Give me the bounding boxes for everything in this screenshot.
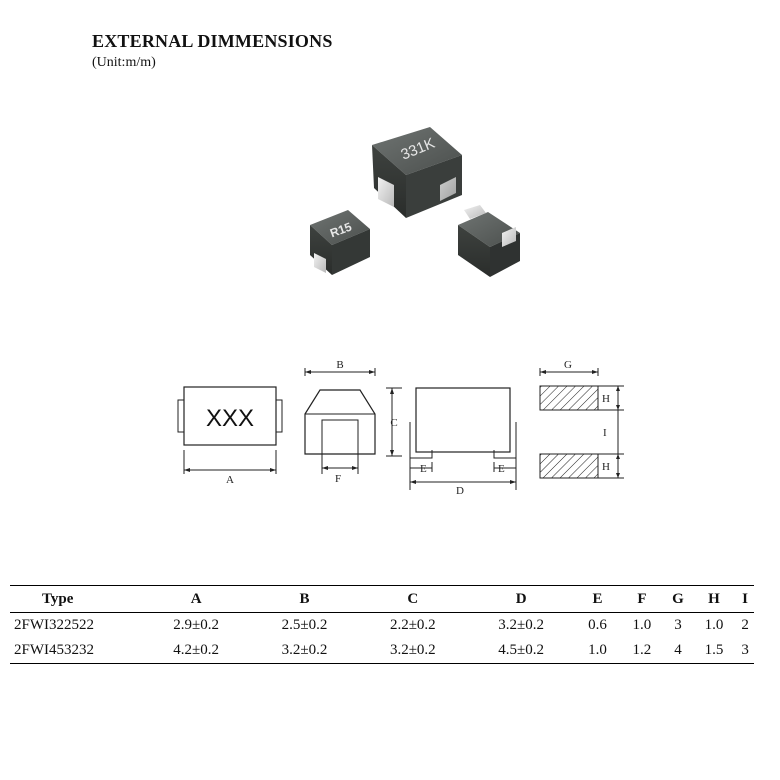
cell-type: 2FWI322522 <box>14 617 94 633</box>
cell-f: 1.0 <box>632 617 652 633</box>
front-view: B F <box>304 359 376 485</box>
cell-g: 4 <box>674 642 682 658</box>
header-f: F <box>637 590 647 607</box>
dimension-drawings: XXX A B F C <box>177 359 624 497</box>
dim-label-e-right: E <box>498 463 505 475</box>
table-row: 2FWI453232 4.2±0.2 3.2±0.2 3.2±0.2 4.5±0… <box>10 638 754 664</box>
dim-label-b: B <box>336 359 343 371</box>
land-pattern: G H I H <box>539 359 624 479</box>
inductor-r15: R15 <box>310 210 370 275</box>
header-h: H <box>708 590 720 607</box>
top-view: XXX A <box>177 386 283 486</box>
cell-e: 0.6 <box>588 617 607 633</box>
header-a: A <box>190 590 202 607</box>
header-c: C <box>407 590 419 607</box>
cell-d: 4.5±0.2 <box>498 642 545 658</box>
cell-d: 3.2±0.2 <box>498 617 545 633</box>
dim-label-h-bottom: H <box>602 461 610 473</box>
table-header-row: Type A B C D E F G H I <box>10 585 754 613</box>
cell-e: 1.0 <box>588 642 607 658</box>
cell-type: 2FWI453232 <box>14 642 94 658</box>
cell-i: 3 <box>741 642 749 658</box>
cell-g: 3 <box>674 617 682 633</box>
cell-c: 3.2±0.2 <box>389 642 436 658</box>
cell-f: 1.2 <box>632 642 652 658</box>
dim-label-f: F <box>335 473 341 485</box>
dim-label-e-left: E <box>420 463 427 475</box>
cell-a: 2.9±0.2 <box>173 617 220 633</box>
marking-text: XXX <box>206 405 254 432</box>
cell-b: 2.5±0.2 <box>281 617 328 633</box>
unit-note: (Unit:m/m) <box>92 55 156 70</box>
dim-label-a: A <box>226 474 234 486</box>
header-b: B <box>299 590 310 607</box>
header-i: I <box>742 590 748 607</box>
header-g: G <box>672 590 684 607</box>
dim-label-d: D <box>456 485 464 497</box>
header-e: E <box>592 590 603 607</box>
cell-h: 1.0 <box>704 617 724 633</box>
dim-label-h-top: H <box>602 393 610 405</box>
table-row: 2FWI322522 2.9±0.2 2.5±0.2 2.2±0.2 3.2±0… <box>10 613 754 639</box>
dim-label-g: G <box>564 359 572 371</box>
cell-i: 2 <box>741 617 749 633</box>
dimension-table: Type A B C D E F G H I 2FWI322522 2.9±0.… <box>10 585 754 664</box>
cell-b: 3.2±0.2 <box>281 642 328 658</box>
product-photo: 331K R15 <box>310 127 520 277</box>
inductor-331k: 331K <box>372 127 462 218</box>
header-type: Type <box>42 590 74 607</box>
cell-c: 2.2±0.2 <box>389 617 436 633</box>
dim-label-i: I <box>603 427 607 439</box>
dim-label-c: C <box>390 417 397 429</box>
header-d: D <box>515 590 527 607</box>
inductor-small <box>458 205 520 277</box>
page-title: EXTERNAL DIMMENSIONS <box>92 31 333 51</box>
cell-a: 4.2±0.2 <box>173 642 220 658</box>
cell-h: 1.5 <box>704 642 724 658</box>
side-view: C D E E <box>386 387 517 497</box>
